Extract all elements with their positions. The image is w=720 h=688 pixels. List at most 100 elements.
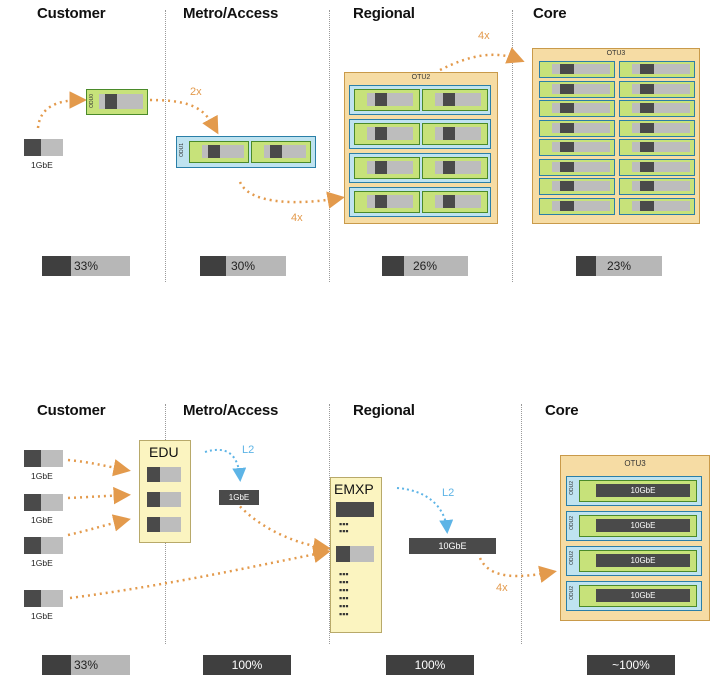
gbe-label: 1GbE xyxy=(31,471,53,481)
bottom-percent-core: ~100% xyxy=(587,655,675,675)
core-10gbe-label: 10GbE xyxy=(596,554,690,567)
bottom-divider-2 xyxy=(329,404,330,644)
bottom-percent-metro: 100% xyxy=(203,655,291,675)
percent-fill xyxy=(42,256,72,276)
otu3-odu0-cell xyxy=(539,197,615,215)
core-odu2-row: ODU2 10GbE xyxy=(566,581,702,611)
emxp-port xyxy=(336,546,374,562)
percent-fill xyxy=(576,256,596,276)
regional-10gbe-output: 10GbE xyxy=(409,538,496,554)
top-header-metro: Metro/Access xyxy=(183,5,279,22)
core-odu0-inner: 10GbE xyxy=(579,515,697,537)
otu3-container: OTU3 xyxy=(532,48,700,224)
otu2-odu1-row xyxy=(349,119,491,149)
gbe-label: 1GbE xyxy=(31,515,53,525)
percent-label: 100% xyxy=(231,658,263,672)
odu0-payload xyxy=(99,94,143,109)
percent-label: 23% xyxy=(606,259,632,273)
otu3-odu0-cell xyxy=(619,197,695,215)
core-odu2-label: ODU2 xyxy=(569,481,575,495)
otu2-odu1-row xyxy=(349,187,491,217)
bottom-header-core: Core xyxy=(545,402,579,419)
gbe-block xyxy=(24,450,63,467)
core-odu2-row: ODU2 10GbE xyxy=(566,476,702,506)
bottom-header-metro: Metro/Access xyxy=(183,402,279,419)
otu2-odu0-cell xyxy=(422,191,488,213)
top-header-regional: Regional xyxy=(353,5,415,22)
emxp-uplink xyxy=(336,502,374,517)
core-10gbe-label: 10GbE xyxy=(596,484,690,497)
core-odu2-label: ODU2 xyxy=(569,586,575,600)
percent-fill xyxy=(386,655,474,675)
top-header-customer: Customer xyxy=(37,5,106,22)
otu2-container: OTU2 xyxy=(344,72,498,224)
metro-1gbe-output: 1GbE xyxy=(219,490,259,505)
otu3-odu0-cell xyxy=(619,178,695,195)
otu3-odu0-cell xyxy=(539,80,615,98)
bottom-header-customer: Customer xyxy=(37,402,106,419)
edu-label: EDU xyxy=(149,444,179,460)
otu3-odu0-cell xyxy=(619,80,695,98)
otu3-odu0-cell xyxy=(539,178,615,195)
emxp-ports-bottom: ▪▪▪▪▪▪▪▪▪▪▪▪▪▪▪▪▪▪ xyxy=(339,569,349,619)
core-odu0-inner: 10GbE xyxy=(579,585,697,607)
bottom-header-regional: Regional xyxy=(353,402,415,419)
gbe-block xyxy=(24,537,63,554)
gbe-block xyxy=(24,494,63,511)
core-odu2-label: ODU2 xyxy=(569,551,575,565)
core-10gbe-label: 10GbE xyxy=(596,589,690,602)
core-10gbe-label: 10GbE xyxy=(596,519,690,532)
percent-label: 100% xyxy=(414,658,446,672)
otu2-odu0-cell xyxy=(354,89,420,111)
percent-label: 33% xyxy=(73,658,99,672)
otu2-odu0-cell xyxy=(422,123,488,145)
otu3-odu0-cell xyxy=(539,139,615,156)
otu3-odu0-cell xyxy=(619,61,695,78)
emxp-ports-top: ▪▪▪▪▪▪ xyxy=(339,519,349,536)
otu2-odu0-cell xyxy=(354,191,420,213)
otu2-odu0-cell xyxy=(422,157,488,179)
percent-fill xyxy=(587,655,675,675)
top-percent-metro: 30% xyxy=(200,256,286,276)
top-divider-3 xyxy=(512,10,513,282)
top-divider-2 xyxy=(329,10,330,282)
core-odu2-row: ODU2 10GbE xyxy=(566,546,702,576)
bottom-multiplier-4x: 4x xyxy=(496,582,508,594)
otu2-odu0-cell xyxy=(354,123,420,145)
core-odu0-inner: 10GbE xyxy=(579,550,697,572)
top-arrows xyxy=(36,47,525,209)
edu-port-2 xyxy=(147,492,181,507)
bottom-otu3-label: OTU3 xyxy=(624,459,646,468)
otu3-odu0-cell xyxy=(539,100,615,117)
edu-port-1 xyxy=(147,467,181,482)
odu0-label: ODU0 xyxy=(89,94,95,108)
percent-fill xyxy=(200,256,226,276)
multiplier-4x-core: 4x xyxy=(478,30,490,42)
emxp-box: EMXP ▪▪▪▪▪▪ ▪▪▪▪▪▪▪▪▪▪▪▪▪▪▪▪▪▪ xyxy=(330,477,382,633)
gbe-label: 1GbE xyxy=(31,558,53,568)
otu3-label: OTU3 xyxy=(606,50,626,57)
otu3-odu0-cell xyxy=(539,119,615,137)
top-percent-customer: 33% xyxy=(42,256,130,276)
otu2-odu0-cell xyxy=(354,157,420,179)
otu3-odu0-cell xyxy=(619,119,695,137)
l2-label-regional: L2 xyxy=(442,487,455,499)
percent-fill xyxy=(203,655,291,675)
odu0-container: ODU0 xyxy=(86,89,148,115)
bottom-divider-3 xyxy=(521,404,522,644)
otu2-label: OTU2 xyxy=(411,74,431,81)
multiplier-4x-regional: 4x xyxy=(291,212,303,224)
emxp-label: EMXP xyxy=(334,481,374,497)
otu2-odu0-cell xyxy=(422,89,488,111)
percent-label: ~100% xyxy=(612,658,650,672)
otu2-odu1-row xyxy=(349,85,491,115)
edu-box: EDU xyxy=(139,440,191,543)
metro-odu0-b xyxy=(251,141,311,163)
gbe-block xyxy=(24,139,63,156)
top-divider-1 xyxy=(165,10,166,282)
otu3-odu0-cell xyxy=(619,139,695,156)
percent-label: 30% xyxy=(230,259,256,273)
otu3-odu0-cell xyxy=(619,100,695,117)
odu1-label: ODU1 xyxy=(179,143,185,157)
